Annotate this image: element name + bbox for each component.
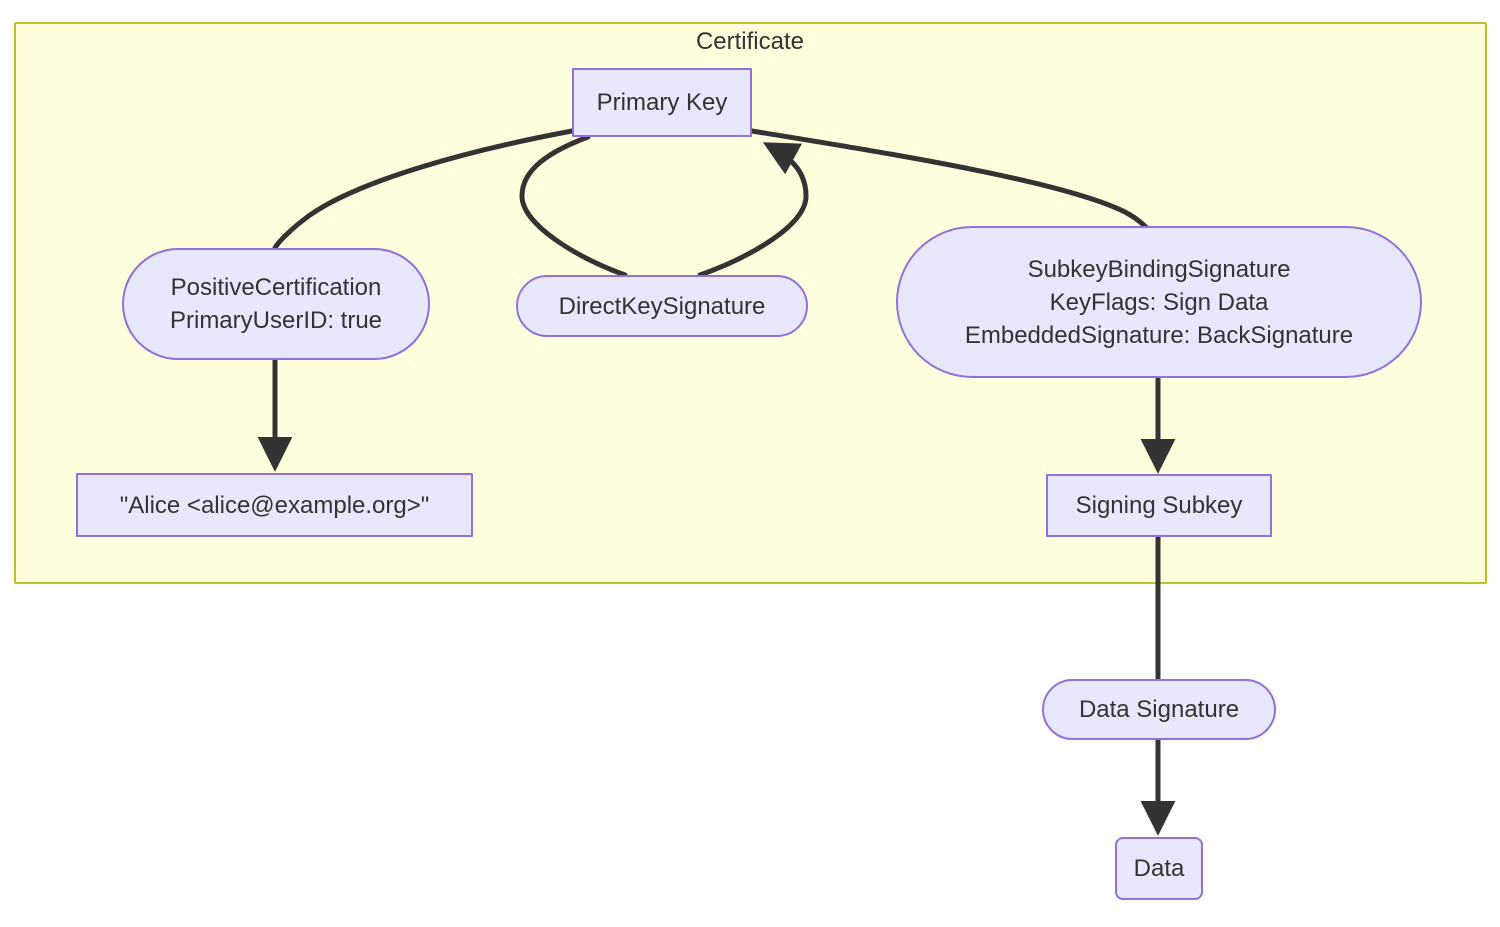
node-data-signature[interactable]: Data Signature bbox=[1042, 679, 1276, 740]
subgraph-certificate-title: Certificate bbox=[695, 28, 805, 55]
node-positive-certification[interactable]: PositiveCertification PrimaryUserID: tru… bbox=[122, 248, 430, 360]
node-direct-key-signature[interactable]: DirectKeySignature bbox=[516, 275, 808, 337]
node-subkey-binding-signature[interactable]: SubkeyBindingSignature KeyFlags: Sign Da… bbox=[896, 226, 1422, 378]
node-user-id[interactable]: "Alice <alice@example.org>" bbox=[76, 473, 473, 537]
node-signing-subkey[interactable]: Signing Subkey bbox=[1046, 474, 1272, 537]
node-data[interactable]: Data bbox=[1115, 837, 1203, 900]
node-primary-key[interactable]: Primary Key bbox=[572, 68, 752, 137]
